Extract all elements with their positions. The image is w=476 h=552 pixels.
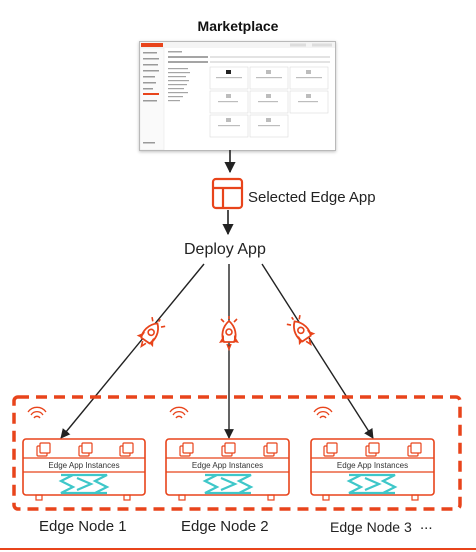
edge-node-1-graphic xyxy=(22,406,146,501)
edge-node-3-graphic xyxy=(310,406,435,501)
arrow-deploy-node-1 xyxy=(60,263,205,439)
selected-app-label: Selected Edge App xyxy=(248,189,376,206)
instances-label-2: Edge App Instances xyxy=(191,461,264,470)
instances-label-3: Edge App Instances xyxy=(336,461,409,470)
wifi-icon xyxy=(169,406,189,419)
edge-node-3-label: Edge Node 3 xyxy=(330,519,412,535)
edge-node-2-label: Edge Node 2 xyxy=(181,518,269,535)
marketplace-screenshot-graphic xyxy=(140,42,335,150)
wifi-icon xyxy=(313,406,333,419)
edge-node-1-label: Edge Node 1 xyxy=(39,518,127,535)
edge-boundary xyxy=(12,395,462,511)
app-window-icon xyxy=(211,177,244,210)
deploy-app-label: Deploy App xyxy=(184,241,266,258)
more-nodes-ellipsis: ... xyxy=(420,516,433,533)
edge-node-2-graphic xyxy=(165,406,290,501)
arrow-deploy-node-3 xyxy=(261,263,374,439)
instances-label-1: Edge App Instances xyxy=(48,461,120,470)
marketplace-screenshot xyxy=(139,41,336,151)
rocket-icon xyxy=(132,312,170,353)
wifi-icon xyxy=(27,406,47,419)
marketplace-title: Marketplace xyxy=(197,18,279,34)
